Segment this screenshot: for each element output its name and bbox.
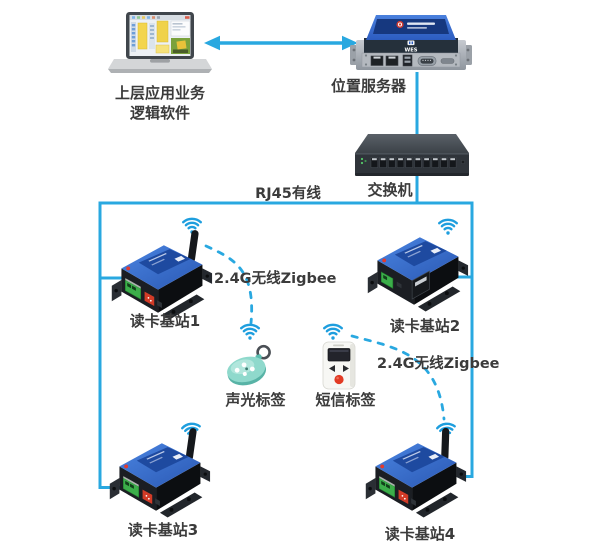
base-station-4 [365, 427, 467, 518]
station-logo-icon [430, 247, 442, 254]
app-software-label: 上层应用业务 逻辑软件 [100, 83, 220, 123]
station-right-face [412, 462, 457, 511]
station-small-port [411, 498, 416, 506]
station3-label: 读卡基站3 [127, 521, 199, 539]
arrowhead-left-icon [204, 35, 220, 51]
app-software-label-line2: 逻辑软件 [129, 104, 190, 122]
laptop [108, 12, 212, 73]
zigbee-link-1 [204, 244, 254, 325]
server-logo-icon [407, 40, 415, 46]
server-brand-text: WES [404, 48, 417, 54]
station-logo-icon [174, 255, 186, 262]
network-switch [355, 134, 469, 176]
server-rj45-port [370, 55, 384, 66]
station-right-face [156, 462, 201, 511]
wifi-icon-sound-tag [240, 323, 260, 340]
station-led-icon [380, 464, 385, 469]
station-logo-icon [428, 453, 440, 460]
laptop-base [108, 59, 212, 69]
station-small-port [157, 300, 162, 308]
sms-tag [322, 341, 356, 390]
station-red-connector [398, 489, 409, 505]
wifi-icon-station2 [438, 218, 458, 235]
wifi-icon-sms-tag [323, 323, 343, 340]
bidirectional-arrow [204, 35, 358, 51]
server-front-band [364, 38, 458, 53]
location-server: WES [350, 15, 472, 70]
station-led-icon [124, 464, 129, 469]
server-label: 位置服务器 [330, 77, 406, 95]
base-station-3 [109, 428, 211, 518]
station-front-face [377, 260, 415, 305]
station-led-icon [126, 266, 131, 271]
base-station-2 [367, 237, 469, 312]
station-right-face [158, 264, 203, 313]
sms-tag-label: 短信标签 [315, 391, 376, 409]
station-top-label [394, 241, 447, 267]
station-red-connector [144, 291, 155, 307]
sound-light-tag [227, 344, 271, 386]
switch-label: 交换机 [367, 181, 413, 199]
switch-top-face [355, 134, 469, 153]
station-small-port [155, 498, 160, 506]
rj45-wired-label: RJ45有线 [255, 186, 321, 202]
base-station-1 [111, 230, 213, 320]
station1-label: 读卡基站1 [129, 312, 201, 330]
station-logo-icon [172, 453, 184, 460]
server-usb-port [402, 54, 413, 67]
server-slot [440, 58, 455, 64]
tag-keyring-icon [256, 344, 271, 360]
sms-tag-right-button [343, 365, 349, 372]
sound-tag-label: 声光标签 [225, 391, 286, 409]
server-logo-red-icon [396, 20, 404, 29]
arrowhead-right-icon [342, 35, 358, 51]
sms-tag-left-button [329, 365, 335, 372]
station-top-label [392, 447, 445, 473]
station2-label: 读卡基站2 [389, 317, 461, 335]
app-software-label-line1: 上层应用业务 [114, 84, 205, 102]
station-led-icon [382, 258, 387, 263]
zigbee-label-1: 2.4G无线Zigbee [214, 271, 337, 287]
switch-ports [370, 157, 457, 168]
station-right-face [414, 256, 459, 305]
server-top-label [373, 19, 449, 34]
zigbee-link-2 [350, 334, 446, 421]
station-small-port [396, 281, 402, 289]
zigbee-label-2: 2.4G无线Zigbee [377, 356, 500, 372]
station4-label: 读卡基站4 [384, 525, 456, 543]
sms-tag-red-button [334, 374, 344, 385]
station-top-label [136, 447, 189, 473]
station-top-label [138, 249, 191, 275]
server-rj45-port [385, 55, 399, 66]
station-red-connector [142, 489, 153, 505]
